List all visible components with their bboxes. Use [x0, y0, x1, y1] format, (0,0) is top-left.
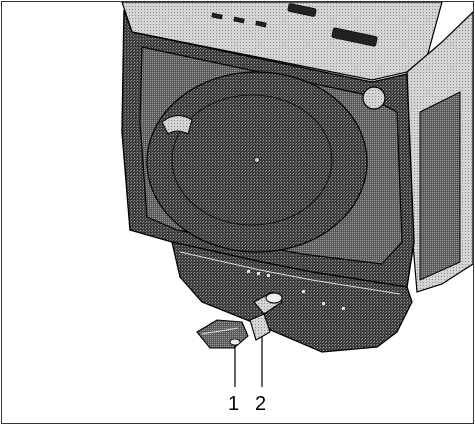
drain-tube-part: [196, 319, 249, 349]
right-panel-grille: [419, 91, 461, 281]
filter-cap-part: [249, 291, 283, 341]
corner-knob: [362, 86, 386, 110]
front-door-handle: [161, 115, 193, 135]
callout-2-label: 2: [255, 393, 266, 415]
base-edge-highlight: [179, 251, 401, 295]
front-door-inner: [171, 94, 333, 226]
front-door-center-mark: [254, 157, 260, 163]
top-vent-slots: [211, 3, 378, 47]
callout-1-label: 1: [228, 393, 239, 415]
housing-base: [171, 241, 413, 353]
base-vent-dots: [247, 270, 345, 310]
